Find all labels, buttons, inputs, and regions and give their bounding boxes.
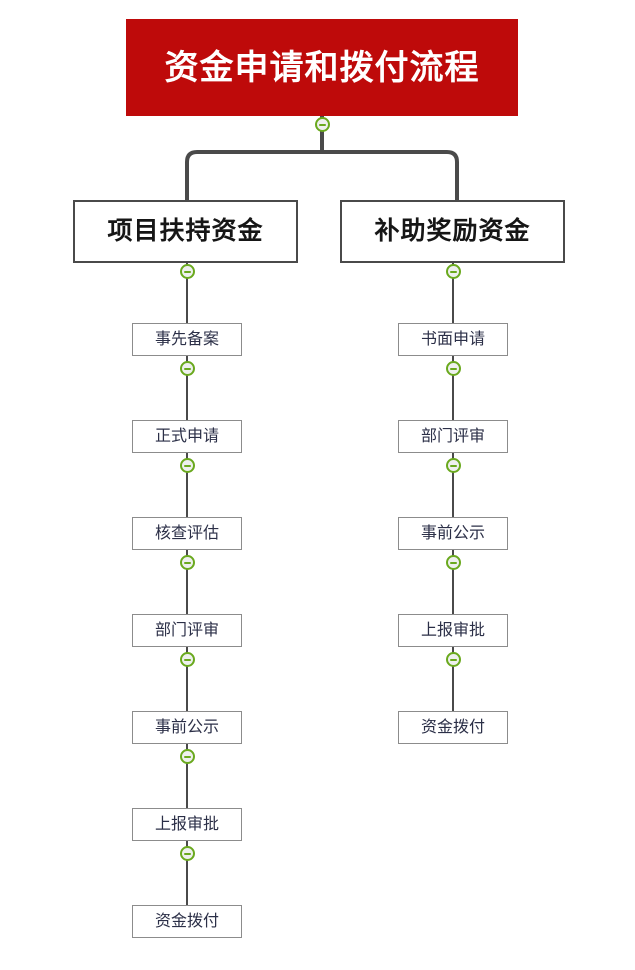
- step-node[interactable]: 书面申请: [398, 323, 508, 356]
- minus-circle-icon-step[interactable]: [445, 458, 461, 473]
- minus-circle-icon-step[interactable]: [179, 555, 195, 570]
- step-label: 上报审批: [154, 815, 219, 833]
- step-label: 书面申请: [420, 330, 485, 348]
- minus-circle-icon-branch-right[interactable]: [445, 264, 461, 279]
- step-node[interactable]: 事前公示: [398, 517, 508, 550]
- branch-node-subsidy-award[interactable]: 补助奖励资金: [340, 200, 565, 263]
- step-node[interactable]: 部门评审: [398, 420, 508, 453]
- step-label: 正式申请: [154, 427, 219, 445]
- step-label: 核查评估: [154, 524, 219, 542]
- step-node[interactable]: 核查评估: [132, 517, 242, 550]
- minus-circle-icon-step[interactable]: [179, 458, 195, 473]
- step-label: 事前公示: [154, 718, 219, 736]
- minus-circle-icon-step[interactable]: [445, 652, 461, 667]
- step-label: 资金拨付: [154, 912, 219, 930]
- step-node[interactable]: 事先备案: [132, 323, 242, 356]
- page-title: 资金申请和拨付流程: [164, 48, 480, 87]
- branch-label: 项目扶持资金: [107, 217, 264, 245]
- step-label: 事前公示: [420, 524, 485, 542]
- minus-circle-icon-step[interactable]: [179, 652, 195, 667]
- minus-circle-icon-step[interactable]: [445, 555, 461, 570]
- minus-circle-icon-step[interactable]: [179, 749, 195, 764]
- step-node[interactable]: 上报审批: [132, 808, 242, 841]
- step-label: 上报审批: [420, 621, 485, 639]
- minus-circle-icon-branch-left[interactable]: [179, 264, 195, 279]
- minus-circle-icon-step[interactable]: [445, 361, 461, 376]
- minus-circle-icon-step[interactable]: [179, 361, 195, 376]
- step-node[interactable]: 上报审批: [398, 614, 508, 647]
- branch-label: 补助奖励资金: [374, 217, 531, 245]
- branch-node-project-support[interactable]: 项目扶持资金: [73, 200, 298, 263]
- step-label: 事先备案: [154, 330, 219, 348]
- minus-circle-icon-root[interactable]: [314, 117, 330, 132]
- step-label: 资金拨付: [420, 718, 485, 736]
- step-node[interactable]: 部门评审: [132, 614, 242, 647]
- step-label: 部门评审: [154, 621, 219, 639]
- step-node[interactable]: 资金拨付: [398, 711, 508, 744]
- step-node[interactable]: 正式申请: [132, 420, 242, 453]
- minus-circle-icon-step[interactable]: [179, 846, 195, 861]
- root-node-title[interactable]: 资金申请和拨付流程: [126, 19, 518, 116]
- step-node[interactable]: 事前公示: [132, 711, 242, 744]
- step-node[interactable]: 资金拨付: [132, 905, 242, 938]
- step-label: 部门评审: [420, 427, 485, 445]
